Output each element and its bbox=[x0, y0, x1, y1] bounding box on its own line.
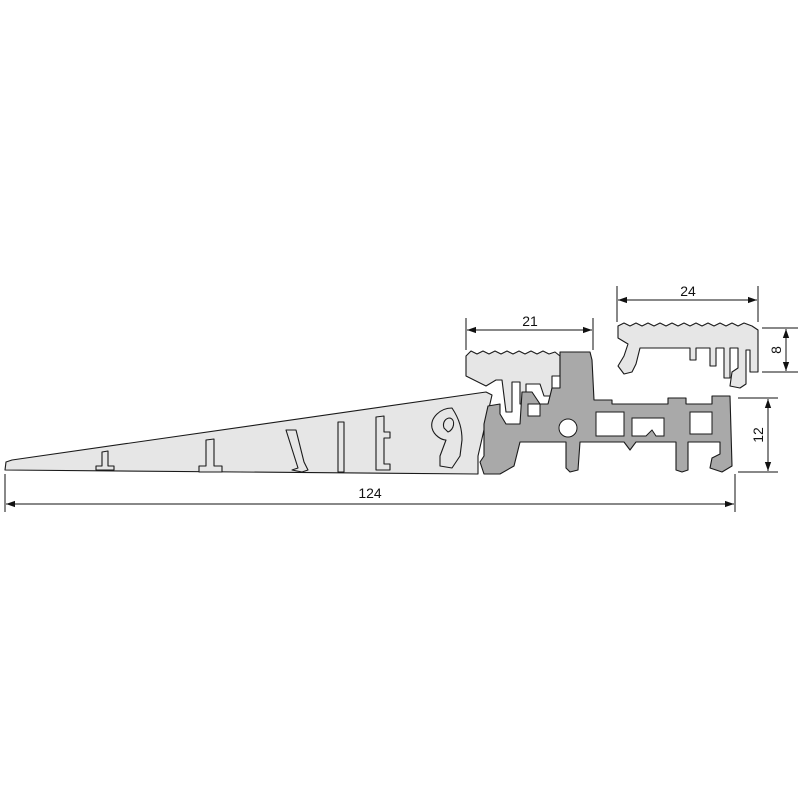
dimension-124: 124 bbox=[4, 474, 736, 512]
ramp-leg-2 bbox=[198, 438, 223, 473]
dimension-24: 24 bbox=[616, 283, 759, 322]
core-slot-1 bbox=[595, 411, 625, 437]
ramp-leg-5 bbox=[375, 415, 391, 471]
dimension-21-label: 21 bbox=[522, 313, 538, 329]
dimension-8-label: 8 bbox=[768, 346, 784, 354]
ramp-leg-3 bbox=[285, 429, 309, 473]
ramp-hook bbox=[431, 407, 463, 469]
ramp-leg-4 bbox=[337, 421, 345, 473]
core-slot-4 bbox=[527, 403, 541, 417]
dimension-12-label: 12 bbox=[750, 427, 766, 443]
core-hole bbox=[558, 418, 578, 438]
dimension-21: 21 bbox=[465, 313, 594, 350]
dimension-124-label: 124 bbox=[358, 485, 382, 501]
dimension-24-label: 24 bbox=[680, 283, 696, 299]
dimension-8: 8 bbox=[762, 327, 798, 373]
cap-profile bbox=[617, 322, 759, 389]
core-slot-3 bbox=[689, 411, 713, 435]
dimension-12: 12 bbox=[738, 397, 778, 473]
ramp-profile bbox=[4, 350, 561, 475]
core-profile bbox=[479, 351, 733, 475]
core-slot-2 bbox=[631, 417, 665, 437]
ramp-leg-1 bbox=[95, 450, 115, 471]
